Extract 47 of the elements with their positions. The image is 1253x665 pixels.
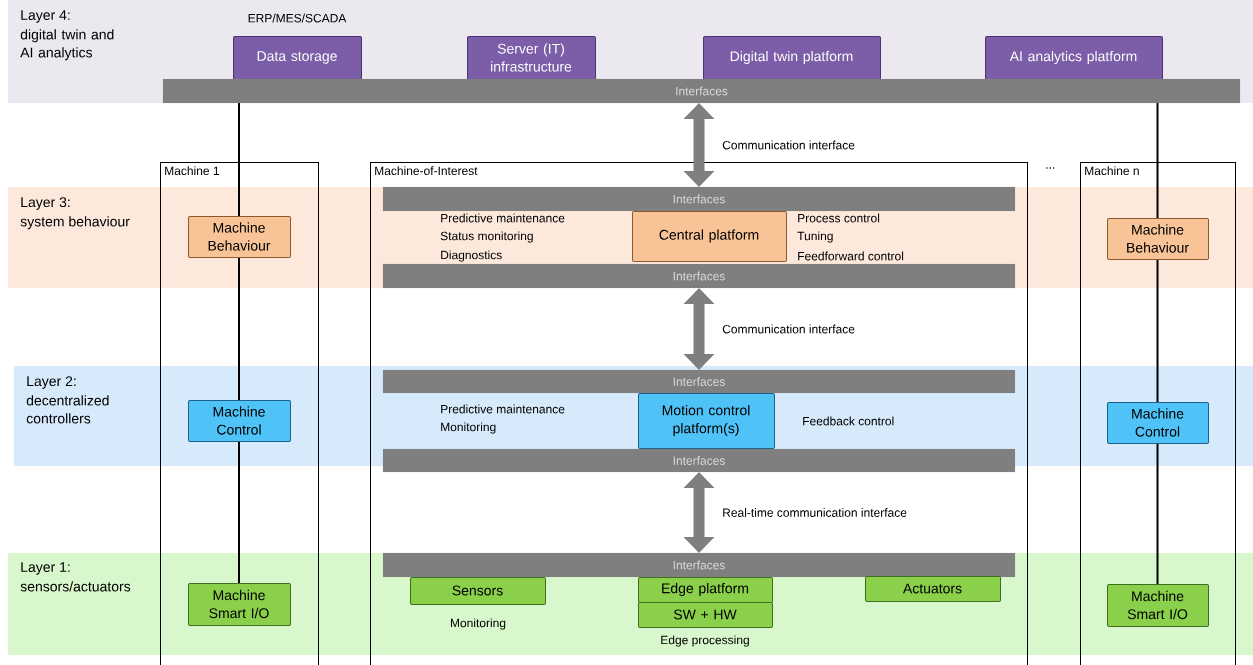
annotation-text: Monitoring <box>441 422 496 434</box>
annotation-text: Monitoring <box>451 618 506 630</box>
layer-label: digital twin and AI analytics <box>20 29 114 61</box>
edge-label: Communication interface <box>721 139 856 151</box>
component-box: SW + HW <box>638 602 773 628</box>
component-box: Machine Smart I/O <box>1107 584 1209 627</box>
component-box: Sensors <box>410 577 546 605</box>
platform-box: AI analytics platform <box>985 36 1163 80</box>
component-box: Edge platform <box>638 577 773 603</box>
annotation-text: Feedback control <box>803 416 894 426</box>
component-box: Machine Control <box>188 400 291 442</box>
platform-box: Data storage <box>233 36 362 80</box>
connector-line <box>1156 259 1159 403</box>
connector-line <box>238 257 240 401</box>
double-arrow <box>683 472 715 553</box>
annotation-text: Edge processing <box>661 635 749 647</box>
double-arrow <box>683 288 715 370</box>
connector-line <box>1156 443 1159 585</box>
ellipsis: ... <box>1046 167 1055 169</box>
component-box: Central platform <box>632 211 787 262</box>
annotation-text: Feedforward control <box>798 251 904 261</box>
layer-label: system behaviour <box>20 216 130 230</box>
connector-line <box>1156 102 1159 219</box>
layer-label: sensors/actuators <box>20 581 131 592</box>
component-box: Machine Behaviour <box>1107 218 1209 260</box>
double-arrow <box>683 103 715 187</box>
edge-label: Real-time communication interface <box>721 507 908 518</box>
layer-label: Layer 1: <box>21 562 70 575</box>
connector-line <box>238 102 240 217</box>
layer-label: Layer 4: <box>21 10 70 23</box>
component-box: Machine Control <box>1107 402 1209 444</box>
annotation-text: Predictive maintenance <box>441 404 565 414</box>
annotation-text: Status monitoring <box>440 231 533 243</box>
layer-label: Layer 3: <box>21 197 70 210</box>
platform-box: Digital twin platform <box>703 36 881 80</box>
component-box: Motion control platform(s) <box>638 393 775 449</box>
connector-line <box>238 441 240 584</box>
layer-label: Layer 2: <box>27 376 76 389</box>
platform-box: Server (IT) infrastructure <box>467 36 596 80</box>
caption-text: ERP/MES/SCADA <box>248 13 347 23</box>
edge-label: Communication interface <box>721 323 856 335</box>
component-box: Actuators <box>865 576 1001 602</box>
layer-label: decentralized controllers <box>26 395 109 424</box>
annotation-text: Tuning <box>797 231 833 243</box>
component-box: Machine Behaviour <box>188 216 291 258</box>
component-box: Machine Smart I/O <box>188 583 291 626</box>
annotation-text: Process control <box>798 213 880 223</box>
